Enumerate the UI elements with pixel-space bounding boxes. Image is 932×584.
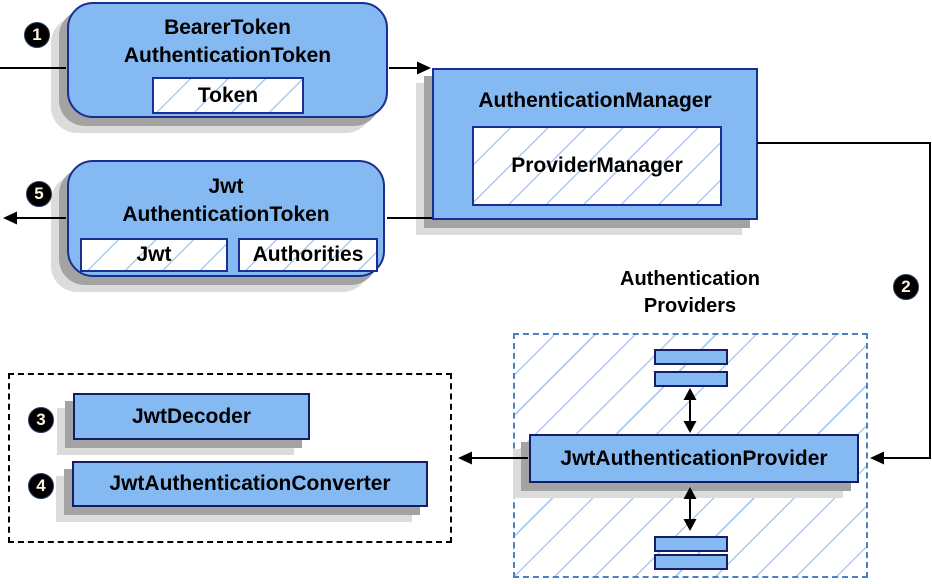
jwt-token-title-line2: AuthenticationToken xyxy=(122,203,330,226)
provider-stub-bar-bottom-2 xyxy=(654,554,728,570)
jwt-authentication-converter-box: JwtAuthenticationConverter xyxy=(72,461,428,507)
provider-stub-bar-bottom-1 xyxy=(654,536,728,552)
step-badge-2: 2 xyxy=(893,274,919,300)
token-label: Token xyxy=(197,83,259,107)
step-badge-1: 1 xyxy=(24,22,50,48)
provider-manager-label: ProviderManager xyxy=(511,154,683,177)
jwt-authentication-token-box: Jwt AuthenticationToken Jwt Authorities xyxy=(67,160,385,277)
jwt-inner-box: Jwt xyxy=(80,238,228,272)
jwt-decoder-box: JwtDecoder xyxy=(73,393,310,440)
token-inner-box: Token xyxy=(152,77,304,114)
jwt-decoder-label: JwtDecoder xyxy=(131,404,252,428)
jwt-label: Jwt xyxy=(136,243,172,266)
jwt-authentication-converter-label: JwtAuthenticationConverter xyxy=(109,472,391,495)
authentication-providers-label-line2: Providers xyxy=(643,295,737,317)
bearer-token-title-line1: BearerToken xyxy=(164,16,291,39)
converters-region xyxy=(8,373,452,543)
arrow-jwt-token-out-step5 xyxy=(3,211,66,225)
step-badge-4: 4 xyxy=(28,473,54,499)
provider-stub-bar-top-2 xyxy=(654,371,728,387)
jwt-token-title-line1: Jwt xyxy=(208,175,244,198)
step-badge-5: 5 xyxy=(26,181,52,207)
provider-stub-bar-top-1 xyxy=(654,349,728,365)
arrow-bearer-to-manager xyxy=(389,61,431,75)
jwt-authentication-provider-box: JwtAuthenticationProvider xyxy=(529,434,859,483)
bearer-token-authentication-token-box: BearerToken AuthenticationToken Token xyxy=(67,2,388,118)
authentication-manager-box: AuthenticationManager ProviderManager xyxy=(432,68,758,220)
provider-manager-inner-box: ProviderManager xyxy=(472,126,722,206)
bearer-token-title-line2: AuthenticationToken xyxy=(123,44,332,67)
authentication-manager-title: AuthenticationManager xyxy=(478,89,712,112)
jwt-authentication-provider-label: JwtAuthenticationProvider xyxy=(560,446,828,470)
step-badge-3: 3 xyxy=(28,407,54,433)
authentication-providers-label: Authentication Providers xyxy=(580,266,800,320)
authentication-providers-label-line1: Authentication xyxy=(620,268,760,290)
authorities-inner-box: Authorities xyxy=(238,238,378,272)
authorities-label: Authorities xyxy=(252,243,364,266)
